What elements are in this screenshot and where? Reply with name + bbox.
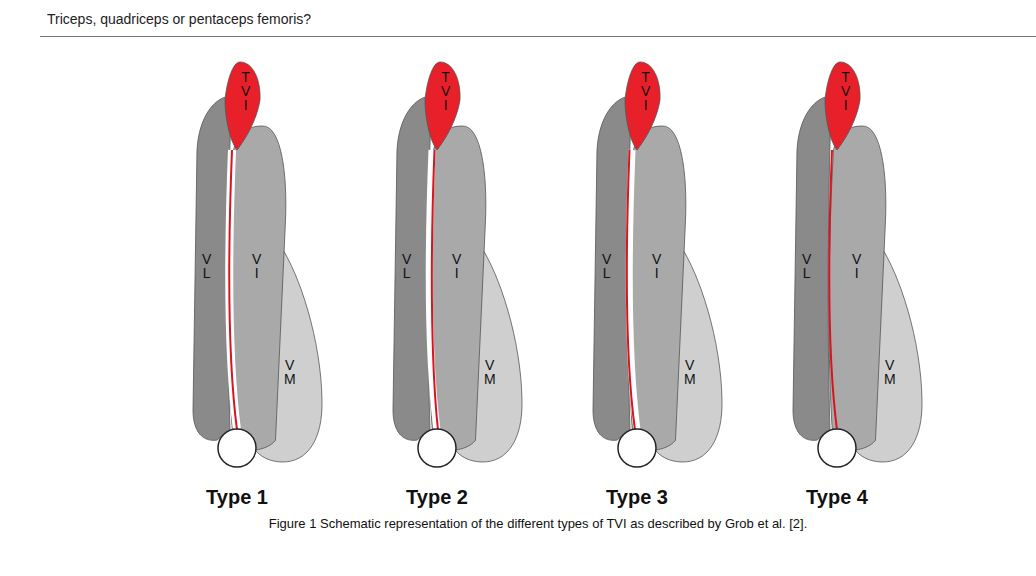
type-label: Type 4 (806, 486, 868, 509)
muscle-label: VI (851, 252, 862, 280)
vastus-lateralis: VL (593, 97, 631, 440)
muscle-label: VM (684, 358, 695, 386)
muscle-label: TVI (240, 70, 251, 112)
heading-rule (40, 36, 1036, 37)
muscle-label: VI (451, 252, 462, 280)
muscle-label: TVI (640, 70, 651, 112)
muscle-outline (793, 97, 831, 440)
type-label: Type 1 (206, 486, 268, 509)
muscle-label: VI (251, 252, 262, 280)
muscle-label: VL (601, 252, 612, 280)
vastus-intermedius: VI (829, 126, 886, 450)
vastus-lateralis: VL (793, 97, 831, 440)
figure-caption: Figure 1 Schematic representation of the… (0, 516, 1036, 531)
muscle-outline (829, 126, 886, 450)
muscle-label: VI (651, 252, 662, 280)
muscle-label: VL (201, 252, 212, 280)
tvi-muscle: TVI (625, 62, 660, 150)
muscle-label: TVI (840, 70, 851, 112)
page-heading: Triceps, quadriceps or pentaceps femoris… (47, 11, 311, 27)
muscle-outline (593, 97, 631, 440)
muscle-label: VM (284, 358, 295, 386)
tvi-muscle: TVI (225, 62, 260, 150)
muscle-label: VM (484, 358, 495, 386)
type-label: Type 3 (606, 486, 668, 509)
type-label: Type 2 (406, 486, 468, 509)
muscle-label: TVI (440, 70, 451, 112)
tvi-muscle: TVI (425, 62, 460, 150)
muscle-label: VL (801, 252, 812, 280)
muscle-label: VL (401, 252, 412, 280)
muscle-label: VM (884, 358, 895, 386)
tvi-muscle: TVI (825, 62, 860, 150)
vastus-lateralis: VL (393, 97, 431, 440)
muscle-outline (393, 97, 431, 440)
